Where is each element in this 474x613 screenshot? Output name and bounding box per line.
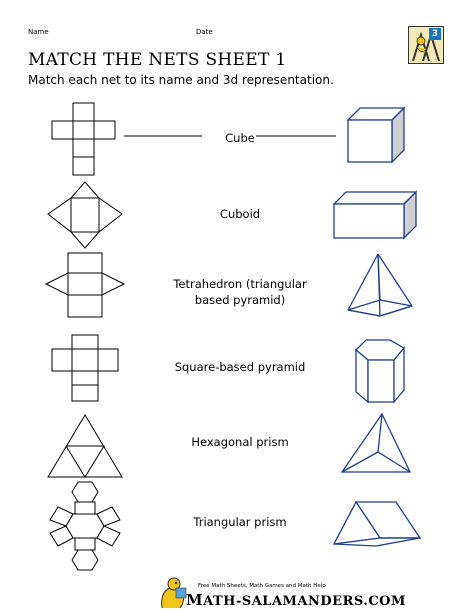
triangular-prism-net [44, 252, 126, 318]
footer-tagline: Free Math Sheets, Math Games and Math He… [198, 583, 326, 589]
label-tetrahedron: Tetrahedron (triangular based pyramid) [173, 277, 307, 307]
footer-brand-text: ATH-SALAMANDERS.COM [203, 594, 406, 609]
triangular-prism-3d [332, 500, 422, 547]
tetrahedron-3d [340, 412, 412, 473]
hexagonal-prism-3d [355, 339, 405, 404]
salamander-logo: 3 [408, 26, 444, 64]
page-title: MATCH THE NETS SHEET 1 [28, 50, 287, 70]
cube-net [51, 102, 116, 176]
tetrahedron-net [47, 414, 123, 478]
footer-salamander-logo [161, 577, 187, 609]
square-pyramid-net [47, 181, 123, 249]
label-hexagonal-prism: Hexagonal prism [191, 435, 289, 449]
footer-brand-m: M [186, 591, 204, 609]
instruction-text: Match each net to its name and 3d repres… [28, 73, 334, 87]
date-label: Date [196, 28, 213, 36]
cuboid-3d [332, 190, 418, 240]
label-cube: Cube [225, 131, 255, 145]
hexagonal-prism-net [49, 481, 121, 571]
square-pyramid-3d [347, 253, 413, 317]
cuboid-net [51, 334, 119, 402]
label-triangular-prism: Triangular prism [193, 515, 287, 529]
footer-brand: MATH-SALAMANDERS.COM [186, 591, 406, 609]
label-square-pyramid: Square-based pyramid [174, 360, 306, 374]
cube-3d [346, 106, 406, 164]
name-label: Name [28, 28, 49, 36]
grade-badge: 3 [429, 28, 441, 40]
label-cuboid: Cuboid [219, 207, 261, 221]
